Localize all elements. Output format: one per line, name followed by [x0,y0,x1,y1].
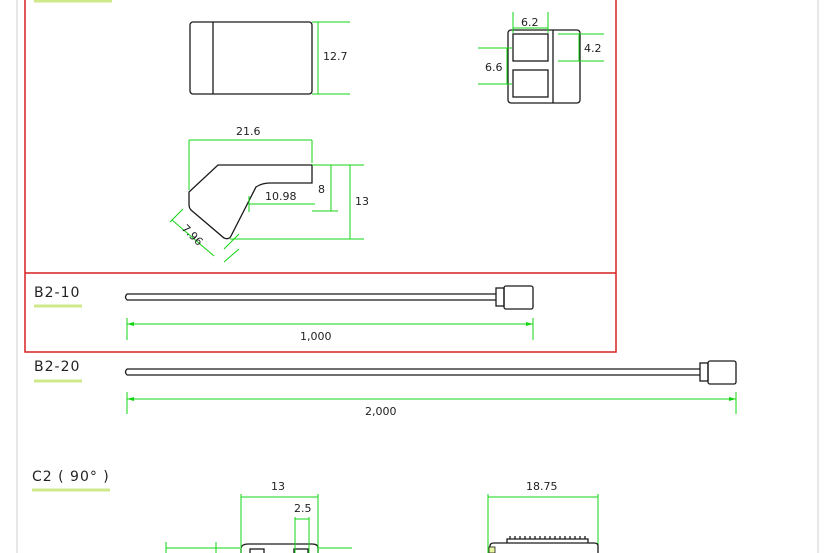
dim-line-1000 [126,318,534,340]
dim-12-7: 12.7 [323,50,348,63]
section-label-c2: C2 ( 90° ) [32,469,110,485]
connector-angled-view: 21.6 10.98 8 13 7.96 [169,125,369,263]
dim-10-98: 10.98 [265,190,297,203]
dim-c2-13: 13 [271,480,285,493]
c2-connector-right [487,494,599,553]
dim-6-2: 6.2 [521,16,539,29]
section-label-b2-20: B2-20 [34,359,80,375]
connector-side-view: 12.7 [189,21,350,95]
dim-7-96: 7.96 [179,222,206,249]
dim-c2-2-5: 2.5 [294,502,312,515]
dim-4-2: 4.2 [584,42,602,55]
cable-b2-20 [124,360,737,385]
cable-b2-10 [124,285,534,310]
red-frame-outer [24,0,617,353]
connector-front-view: 6.2 4.2 6.6 [478,12,604,104]
c2-connector-left [165,494,352,553]
dim-13: 13 [355,195,369,208]
dim-2000: 2,000 [365,405,397,418]
section-label-b2-10: B2-10 [34,285,80,301]
dim-8: 8 [318,183,325,196]
dim-6-6: 6.6 [485,61,503,74]
dim-c2-18-75: 18.75 [526,480,558,493]
dim-21-6: 21.6 [236,125,261,138]
dim-line-2000 [126,392,737,414]
dim-1000: 1,000 [300,330,332,343]
